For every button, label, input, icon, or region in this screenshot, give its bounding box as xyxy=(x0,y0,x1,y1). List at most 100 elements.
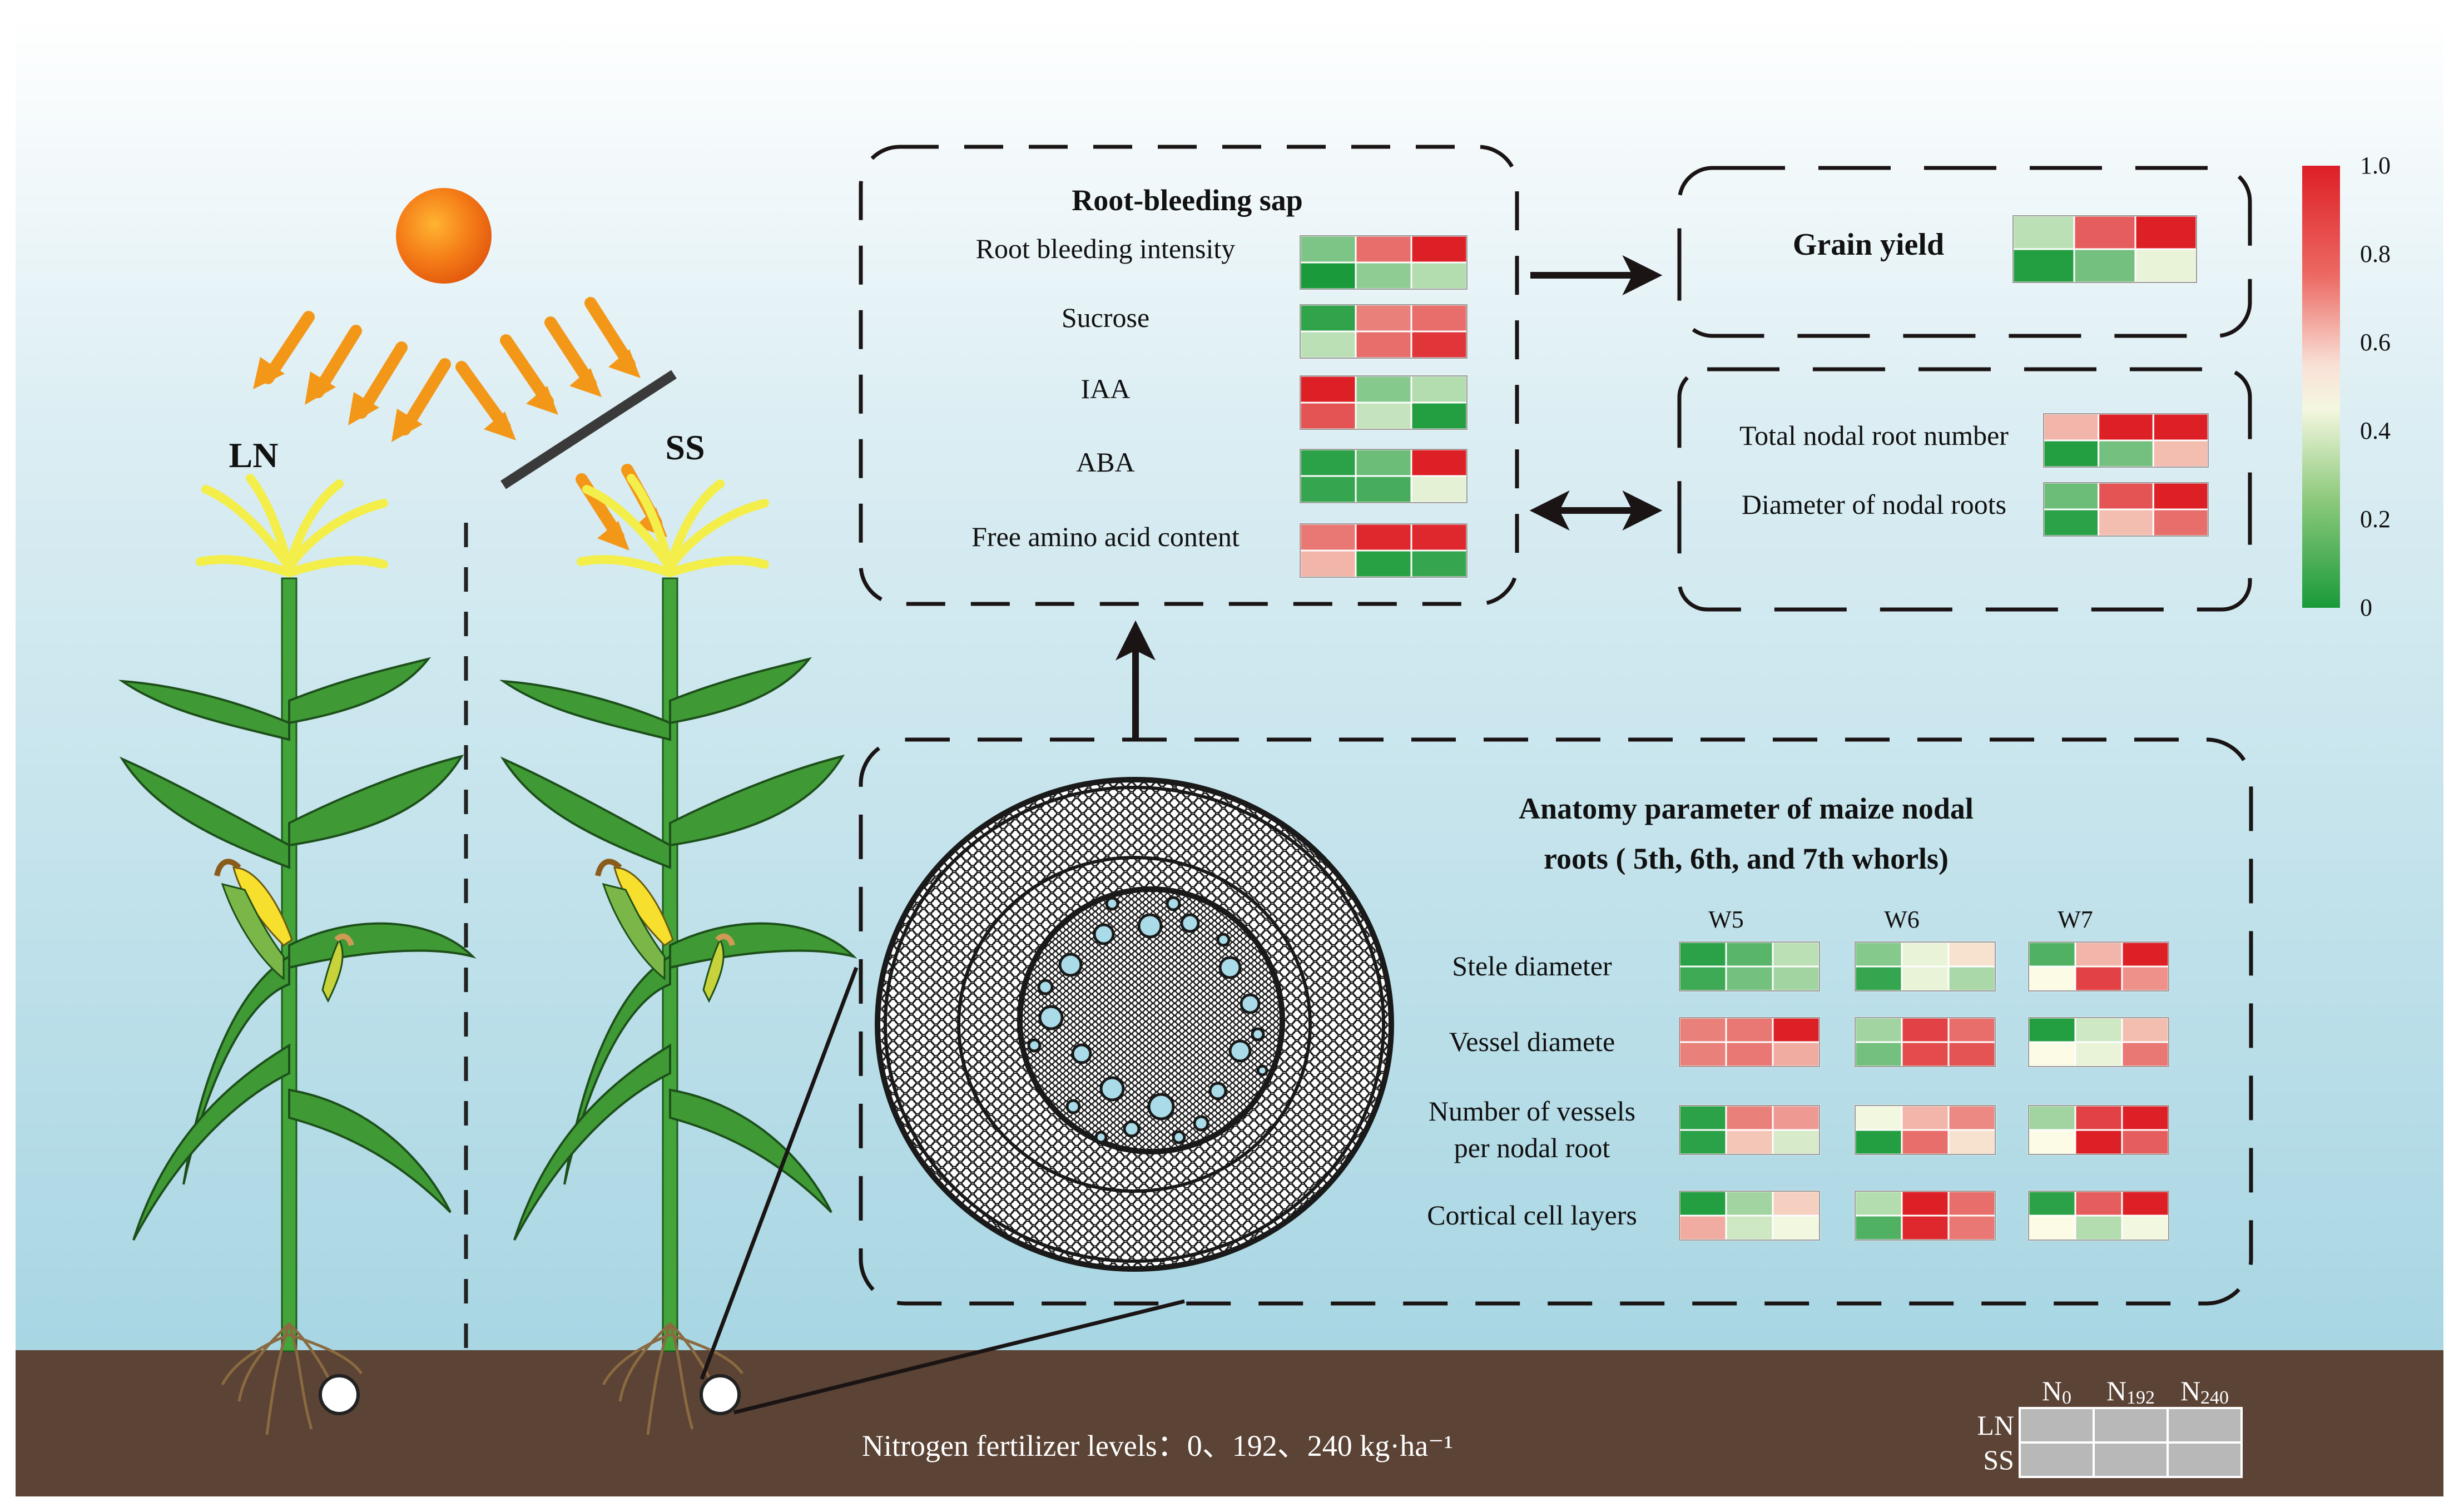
root-bleeding-heatmap-cell xyxy=(1410,330,1468,359)
anatomy-heatmap-w6-cell xyxy=(1901,1129,1950,1156)
root-bleeding-heatmap-cell xyxy=(1355,261,1412,290)
anatomy-heatmap-w5-cell xyxy=(1725,1129,1774,1156)
anatomy-heatmap-w7-cell xyxy=(2121,1017,2170,1043)
anatomy-heatmap-w7-cell xyxy=(2027,941,2076,968)
anatomy-heatmap-w7-cell xyxy=(2027,1041,2076,1068)
anatomy-heatmap-w6-border xyxy=(1855,1105,1996,1155)
root-bleeding-label: Root bleeding intensity xyxy=(976,233,1236,264)
root-bleeding-heatmap-cell xyxy=(1299,475,1357,504)
anatomy-heatmap-w6-cell xyxy=(1854,1214,1903,1241)
anatomy-heatmap-w6-cell xyxy=(1901,965,1950,992)
root-bleeding-heatmap-cell xyxy=(1355,549,1412,578)
anatomy-heatmap-w7-border xyxy=(2028,1105,2169,1155)
root-bleeding-heatmap-cell xyxy=(1299,401,1357,430)
shading-net xyxy=(500,370,677,489)
anatomy-heatmap-w5-cell xyxy=(1772,941,1821,968)
root-bleeding-label: IAA xyxy=(1081,373,1131,404)
anatomy-heatmap-w5-cell xyxy=(1772,1190,1821,1217)
root-bleeding-heatmap-border xyxy=(1300,449,1468,503)
legend-col-header: N0 xyxy=(2042,1375,2071,1408)
grain-yield-cell xyxy=(2134,248,2198,284)
root-bleeding-label: Sucrose xyxy=(1062,302,1149,333)
root-bleeding-title: Root-bleeding sap xyxy=(1072,184,1303,217)
anatomy-heatmap-w7-cell xyxy=(2121,941,2170,968)
anatomy-heatmap-w6-cell xyxy=(1901,1104,1950,1131)
legend-cell xyxy=(2167,1407,2243,1444)
maize-plant-ln xyxy=(118,474,477,1352)
grain-yield-border xyxy=(2012,215,2197,283)
legend-cell xyxy=(2093,1441,2169,1478)
anatomy-heatmap-w7-cell xyxy=(2027,1129,2076,1156)
anatomy-heatmap-w7-cell xyxy=(2074,1214,2123,1241)
legend-row-header: LN xyxy=(1977,1410,2014,1441)
colorbar-ticks: 1.00.80.60.40.20 xyxy=(2360,152,2391,621)
nodal-root-heatmap-cell xyxy=(2152,508,2209,537)
legend-cell xyxy=(2167,1441,2243,1478)
anatomy-heatmap-w7-cell xyxy=(2121,1104,2170,1131)
legend-row-header: SS xyxy=(1983,1444,2014,1475)
anatomy-row-label: Number of vessels xyxy=(1429,1095,1635,1127)
anatomy-heatmap-w5-cell xyxy=(1725,1214,1774,1241)
root-bleeding-heatmap-cell xyxy=(1299,448,1357,477)
anatomy-heatmap-w6-cell xyxy=(1947,1041,1996,1068)
root-bleeding-heatmap-cell xyxy=(1355,330,1412,359)
anatomy-heatmap-w5-border xyxy=(1679,1105,1820,1155)
nodal-root-label: Total nodal root number xyxy=(1739,420,2009,451)
root-bleeding-heatmap-cell xyxy=(1299,375,1357,404)
root-bleeding-heatmap-cell xyxy=(1410,448,1468,477)
root-bleeding-panel xyxy=(859,145,1519,606)
nodal-root-heatmap-cell xyxy=(2152,413,2209,442)
legend-cell xyxy=(2093,1407,2169,1444)
colorbar-tick-label: 0.4 xyxy=(2360,417,2391,444)
anatomy-heatmap-w7-cell xyxy=(2027,965,2076,992)
colorbar-tick-label: 0 xyxy=(2360,594,2372,621)
anatomy-heatmap-w5-cell xyxy=(1678,1129,1727,1156)
nodal-root-heatmap-cell xyxy=(2152,482,2209,510)
anatomy-heatmap-w5-cell xyxy=(1772,1104,1821,1131)
zoom-line-lower xyxy=(733,1299,1185,1415)
root-bleeding-heatmap-border xyxy=(1300,235,1468,290)
legend-col-header: N240 xyxy=(2180,1375,2229,1408)
ss-label: SS xyxy=(665,428,705,467)
sun-icon xyxy=(396,188,492,284)
anatomy-heatmap-w7-border xyxy=(2028,1191,2169,1241)
anatomy-heatmap-w6-cell xyxy=(1901,1017,1950,1043)
anatomy-heatmap-w7-cell xyxy=(2121,1214,2170,1241)
legend-cell xyxy=(2019,1441,2095,1478)
nodal-root-heatmap-border xyxy=(2043,482,2209,537)
root-bleeding-heatmap-cell xyxy=(1355,475,1412,504)
anatomy-heatmap-w6-cell xyxy=(1901,1190,1950,1217)
root-bleeding-heatmap-cell xyxy=(1410,235,1468,264)
grain-yield-cell xyxy=(2012,248,2075,284)
nodal-root-heatmap-cell xyxy=(2098,439,2154,468)
anatomy-heatmap-w5-cell xyxy=(1678,941,1727,968)
grain-yield-cell xyxy=(2073,248,2136,284)
roots-ln xyxy=(221,1322,363,1435)
anatomy-heatmap-w5-cell xyxy=(1725,941,1774,968)
grain-yield-title: Grain yield xyxy=(1793,227,1944,262)
anatomy-heatmap-w5-cell xyxy=(1772,1129,1821,1156)
nodal-root-heatmap-cell xyxy=(2098,482,2154,510)
nodal-root-heatmap-border xyxy=(2043,413,2209,468)
ln-label: LN xyxy=(229,435,279,475)
anatomy-heatmap-w7-cell xyxy=(2121,1129,2170,1156)
anatomy-heatmap-w5-cell xyxy=(1678,1214,1727,1241)
anatomy-heatmap-w5-cell xyxy=(1725,1017,1774,1043)
anatomy-heatmap-w5-cell xyxy=(1772,1041,1821,1068)
root-bleeding-heatmap-cell xyxy=(1355,304,1412,333)
anatomy-heatmap-w5-cell xyxy=(1725,965,1774,992)
anatomy-heatmap-w6-cell xyxy=(1854,941,1903,968)
anatomy-heatmap-w5-cell xyxy=(1772,965,1821,992)
anatomy-heatmap-w7-cell xyxy=(2027,1104,2076,1131)
whorl-header: W7 xyxy=(2058,906,2093,933)
grain-yield-panel xyxy=(1677,166,2252,338)
anatomy-heatmap-w7-cell xyxy=(2074,1041,2123,1068)
root-bleeding-heatmap-cell xyxy=(1355,523,1412,552)
root-bleeding-heatmap-border xyxy=(1300,304,1468,359)
root-bleeding-heatmap-cell xyxy=(1355,448,1412,477)
root-bleeding-heatmap-cell xyxy=(1410,475,1468,504)
anatomy-panel xyxy=(859,737,2253,1306)
whorl-header: W6 xyxy=(1884,906,1920,933)
